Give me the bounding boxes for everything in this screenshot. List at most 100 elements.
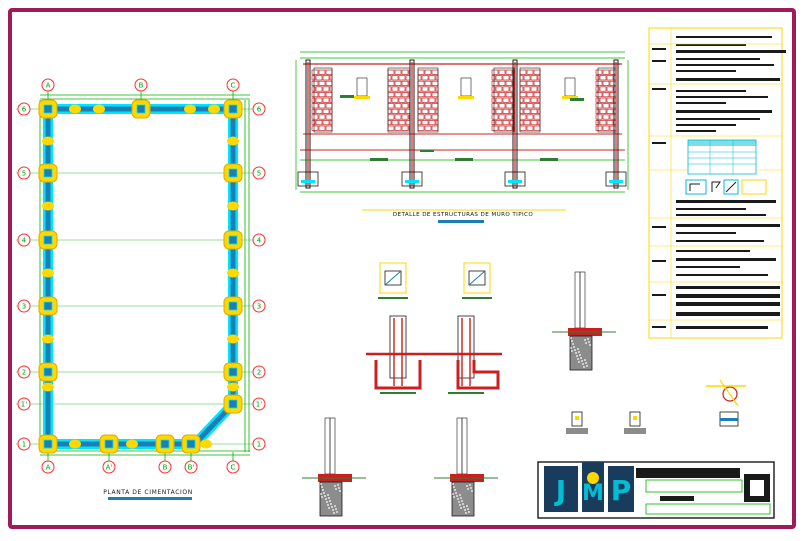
wall-brick — [431, 125, 439, 131]
wall-brick — [491, 69, 499, 75]
wall-foundation-section-b-aggregate — [334, 505, 336, 507]
wall-brick — [401, 80, 409, 86]
wall-brick — [311, 75, 316, 81]
wall-foundation-section-a-aggregate — [582, 363, 584, 365]
wall-brick — [318, 125, 326, 131]
wall-brick — [398, 97, 406, 103]
wall-brick — [325, 114, 333, 120]
wall-brick — [325, 80, 333, 86]
wall-brick — [401, 69, 409, 75]
wall-brick — [533, 103, 541, 109]
plan-column — [160, 439, 170, 449]
wall-brick — [609, 69, 617, 75]
wall-foundation-section-b-aggregate — [328, 507, 330, 509]
plan-foundation-beams — [43, 104, 238, 449]
wall-inline-column — [356, 77, 368, 97]
plan-column — [43, 104, 53, 114]
wall-foundation-section-a-aggregate — [587, 338, 589, 340]
wall-brick — [394, 92, 402, 98]
grid-bubble-right-2 — [252, 233, 266, 247]
notes-line — [676, 90, 746, 92]
foundation-plan-title-underline — [108, 497, 192, 500]
wall-foundation-section-b-aggregate — [321, 486, 323, 488]
wall-brick — [595, 114, 603, 120]
wall-brick — [431, 114, 439, 120]
wall-foundation-section-c-aggregate — [465, 512, 467, 514]
wall-brick — [417, 125, 425, 131]
wall-dimension-lines — [295, 51, 629, 193]
grid-bubble-left-4 — [17, 365, 31, 379]
wall-foundation-section-a-aggregate — [585, 342, 587, 344]
wall-brick — [526, 103, 534, 109]
plan-column — [228, 367, 238, 377]
wall-brick — [595, 75, 600, 81]
wall-foundation-section-c-aggregate — [467, 488, 469, 490]
wall-brick — [417, 75, 422, 81]
notes-line — [676, 258, 776, 261]
wall-brick — [498, 103, 506, 109]
logo-bulb — [587, 472, 599, 484]
wall-footing — [504, 171, 526, 187]
wall-foundation-section-c-aggregate — [471, 490, 473, 492]
wall-foundation-section-b-aggregate — [329, 500, 331, 502]
wall-brick — [595, 108, 600, 114]
wall-foundation-section-b-aggregate — [331, 506, 333, 508]
wall-foundation-section-c-aggregate — [463, 506, 465, 508]
wall-brick — [502, 86, 510, 92]
wall-footing — [401, 171, 423, 187]
plan-column — [43, 439, 53, 449]
wall-brick — [491, 108, 496, 114]
logo-letter-j: J — [554, 474, 566, 507]
wall-brick — [318, 80, 326, 86]
wall-brick — [595, 80, 603, 86]
wall-confinement-columns — [297, 59, 627, 189]
wall-foundation-section-b-aggregate — [320, 493, 322, 495]
jmp-logo: J M P — [544, 462, 634, 512]
wall-brick — [318, 103, 326, 109]
wall-foundation-section-a-aggregate — [571, 350, 573, 352]
section-details — [302, 262, 746, 517]
notes-line — [676, 70, 736, 72]
wall-foundation-section-b-aggregate — [321, 496, 323, 498]
wall-brick — [322, 86, 330, 92]
column-plan-detail-0 — [379, 262, 407, 294]
plan-column — [228, 301, 238, 311]
wall-brick — [505, 80, 513, 86]
pedestal-core-0 — [575, 416, 579, 420]
wall-brick — [417, 97, 422, 103]
wall-brick — [533, 125, 541, 131]
grid-bubble-bottom-4 — [226, 460, 240, 474]
wall-brick — [405, 120, 411, 126]
wall-brick — [428, 120, 436, 126]
notes-line — [676, 110, 772, 113]
wall-brick — [606, 75, 614, 81]
wall-foundation-section-c-aggregate — [459, 494, 461, 496]
wall-column — [512, 59, 518, 189]
wall-brick — [505, 92, 513, 98]
wall-inline-column — [564, 77, 576, 97]
wall-brick — [417, 80, 425, 86]
wall-brick — [495, 86, 503, 92]
wall-detail: DETALLE DE ESTRUCTURAS DE MURO TIPICO — [295, 51, 629, 223]
notes-line — [676, 58, 760, 60]
notes-line — [676, 200, 776, 203]
grid-bubble-right-4-label: 2 — [257, 369, 261, 377]
wall-brick — [491, 114, 499, 120]
wall-brick-panels — [311, 67, 617, 133]
wall-brick — [315, 75, 323, 81]
wall-brick — [398, 120, 406, 126]
wall-brick — [325, 69, 333, 75]
wall-brick — [322, 97, 330, 103]
wall-brick — [421, 75, 429, 81]
wall-foundation-section-a-aggregate — [576, 355, 578, 357]
wall-brick — [311, 114, 319, 120]
wall-footing — [605, 171, 627, 187]
wall-brick — [602, 125, 610, 131]
grid-bubble-left-5 — [17, 397, 31, 411]
notes-line — [676, 50, 786, 53]
wall-brick — [405, 97, 411, 103]
wall-brick — [318, 92, 326, 98]
wall-brick — [498, 114, 506, 120]
edge-footing-section-column — [457, 315, 475, 379]
grid-bubble-left-4-label: 2 — [22, 369, 26, 377]
